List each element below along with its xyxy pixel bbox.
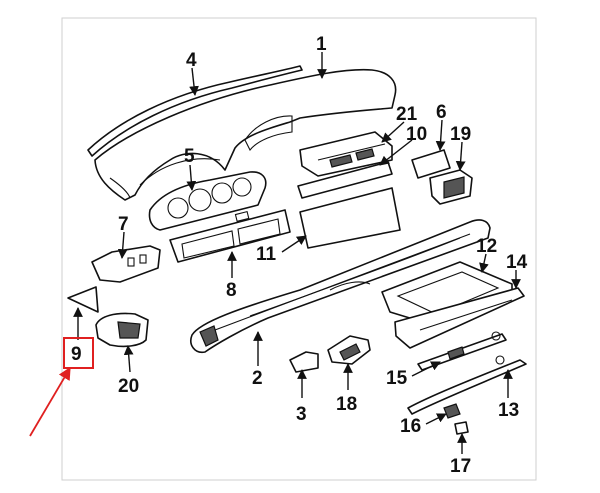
label-part-3: 3 [296, 404, 307, 425]
pointer-arrow [29, 366, 71, 437]
part-9-side-cover [67, 286, 99, 313]
label-part-15: 15 [386, 368, 408, 389]
label-part-12: 12 [476, 236, 497, 257]
part-4-trim-strip [87, 65, 303, 157]
highlight-box-part-9 [63, 337, 94, 369]
part-13-knee-trim [407, 359, 527, 415]
part-10-trim-panel [297, 161, 393, 199]
label-part-21: 21 [396, 104, 418, 125]
label-part-8: 8 [226, 280, 237, 301]
label-part-14: 14 [506, 252, 528, 273]
diagram-border [61, 17, 537, 481]
part-5-cluster-bezel [148, 171, 267, 231]
label-part-17: 17 [450, 456, 471, 477]
label-part-4: 4 [186, 50, 197, 71]
part-16-clip [443, 403, 461, 419]
part-17-fastener [454, 421, 469, 435]
part-3-small-cover [289, 351, 319, 373]
label-part-10: 10 [406, 124, 427, 145]
label-part-11: 11 [256, 244, 277, 265]
label-part-7: 7 [118, 214, 129, 235]
part-14-glove-door [394, 287, 525, 349]
label-part-5: 5 [184, 146, 195, 167]
label-part-1: 1 [316, 34, 327, 55]
label-part-6: 6 [436, 102, 447, 123]
label-part-18: 18 [336, 394, 357, 415]
label-part-16: 16 [400, 416, 421, 437]
label-part-9: 9 [71, 344, 82, 365]
part-11-trim-plate [299, 187, 401, 249]
label-part-13: 13 [498, 400, 519, 421]
part-21-upper-tray [299, 131, 393, 177]
label-part-19: 19 [450, 124, 471, 145]
part-6-small-plate [411, 149, 451, 179]
label-part-2: 2 [252, 368, 263, 389]
part-7-bracket [91, 245, 161, 283]
label-part-20: 20 [118, 376, 139, 397]
leader-lines [73, 52, 521, 454]
part-2-lower-carrier [190, 219, 491, 354]
